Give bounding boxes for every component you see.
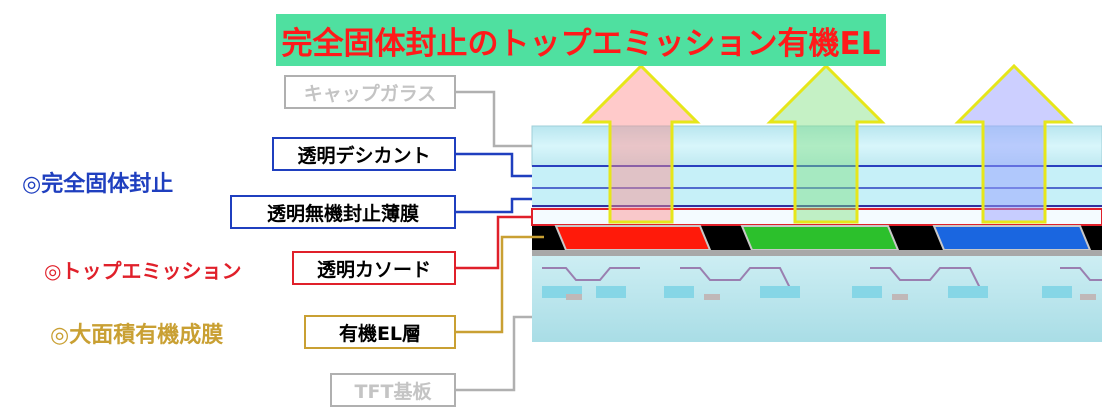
blue-pixel: [932, 225, 1092, 251]
tft-electrodes: [542, 286, 1072, 298]
connector-cap-glass: [456, 90, 532, 148]
tft-structures: [542, 267, 1102, 289]
label-desiccant: 透明デシカント: [272, 137, 456, 171]
diagram-title: 完全固体封止のトップエミッション有機EL: [276, 14, 886, 66]
tft-gates: [566, 294, 1096, 300]
green-pixel: [740, 225, 900, 251]
label-tft-substrate: TFT基板: [330, 373, 456, 407]
category-large-area: ◎大面積有機成膜: [50, 323, 224, 348]
label-cap-glass: キャップガラス: [284, 75, 456, 109]
label-cathode: 透明カソード: [292, 251, 456, 285]
label-organic-el: 有機EL層: [304, 315, 456, 349]
connector-cathode: [456, 215, 532, 270]
category-top-emission: ◎トップエミッション: [44, 259, 242, 283]
emission-arrow-red: [581, 63, 701, 224]
red-pixel: [554, 225, 712, 251]
emission-arrow-green: [766, 63, 886, 224]
connector-desiccant: [456, 152, 532, 178]
connector-organic-el: [456, 235, 544, 334]
connector-inorganic-film: [456, 197, 532, 214]
label-inorganic-film: 透明無機封止薄膜: [230, 195, 456, 229]
category-solid-sealing: ◎完全固体封止: [22, 172, 174, 197]
tft-substrate-layer: [532, 256, 1102, 342]
emission-arrow-blue: [954, 63, 1074, 224]
connector-tft-substrate: [456, 315, 532, 392]
